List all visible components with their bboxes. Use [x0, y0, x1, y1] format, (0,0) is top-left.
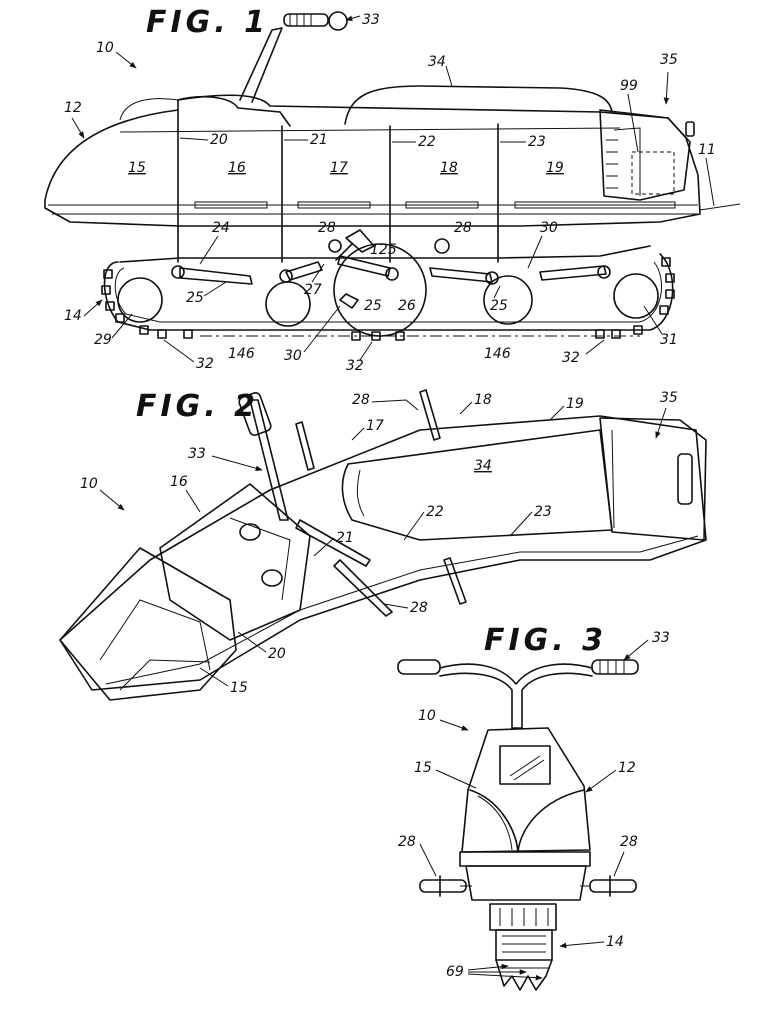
- fig1-ref-21: 21: [310, 132, 328, 148]
- fig1-ref-15: 15: [128, 160, 146, 176]
- fig1-ref-28b: 28: [454, 220, 472, 236]
- fig2-vehicle-body: [59, 389, 707, 701]
- fig2-ref-15: 15: [230, 680, 248, 696]
- fig1-ref-23: 23: [528, 134, 546, 150]
- fig2-ref-19: 19: [566, 396, 584, 412]
- fig2-ref-16: 16: [170, 474, 188, 490]
- fig1-reference-labels: 10 12 33 34 35 99 11 15 16 17 18 19 20 2…: [64, 12, 716, 374]
- fig3-ref-28b: 28: [620, 834, 638, 850]
- fig3-ref-14: 14: [606, 934, 624, 950]
- figure-3: FIG. 3: [397, 623, 670, 991]
- fig3-ref-15: 15: [414, 760, 432, 776]
- fig1-ref-146b: 146: [484, 346, 511, 362]
- fig1-ref-32c: 32: [562, 350, 580, 366]
- fig1-ref-12: 12: [64, 100, 82, 116]
- fig1-ref-28a: 28: [318, 220, 336, 236]
- fig1-ref-125: 125: [370, 242, 397, 258]
- fig1-ref-146a: 146: [228, 346, 255, 362]
- fig1-ref-34: 34: [428, 54, 446, 70]
- fig1-ref-27: 27: [304, 282, 322, 298]
- fig1-ref-25b: 25: [364, 298, 382, 314]
- fig1-ref-22: 22: [418, 134, 436, 150]
- fig1-ref-17: 17: [330, 160, 348, 176]
- fig2-ref-20: 20: [268, 646, 286, 662]
- fig2-ref-28a: 28: [352, 392, 370, 408]
- fig2-ref-18: 18: [474, 392, 492, 408]
- fig1-ref-99: 99: [620, 78, 638, 94]
- figure-1: FIG. 1: [44, 5, 741, 374]
- fig1-title: FIG. 1: [146, 5, 269, 40]
- fig1-ref-20: 20: [210, 132, 228, 148]
- fig1-track: [101, 229, 675, 341]
- fig1-ref-18: 18: [440, 160, 458, 176]
- fig1-ref-24: 24: [212, 220, 230, 236]
- fig3-ref-33: 33: [652, 630, 670, 646]
- fig1-ref-10: 10: [96, 40, 114, 56]
- fig1-ref-35: 35: [660, 52, 678, 68]
- fig1-ref-11: 11: [698, 142, 716, 158]
- fig3-reference-labels: 33 10 15 12 28 28 14 69: [398, 630, 670, 981]
- fig1-ref-16: 16: [228, 160, 246, 176]
- fig2-ref-10: 10: [80, 476, 98, 492]
- fig1-ref-19: 19: [546, 160, 564, 176]
- fig1-ref-32b: 32: [346, 358, 364, 374]
- fig1-ref-32a: 32: [196, 356, 214, 372]
- fig1-ref-30a: 30: [540, 220, 558, 236]
- fig1-ref-29: 29: [94, 332, 112, 348]
- fig1-ref-26: 26: [398, 298, 416, 314]
- fig1-suspension: [179, 229, 607, 285]
- fig3-ref-69: 69: [446, 964, 464, 980]
- fig2-ref-33: 33: [188, 446, 206, 462]
- fig1-ref-14: 14: [64, 308, 82, 324]
- fig3-ref-28a: 28: [398, 834, 416, 850]
- fig3-vehicle-front: [397, 659, 639, 991]
- fig2-reference-labels: 10 33 16 17 28 18 19 35 34 22 23 21 28: [80, 390, 678, 696]
- fig3-title: FIG. 3: [484, 623, 607, 658]
- fig2-ref-23: 23: [534, 504, 552, 520]
- fig2-ref-21: 21: [336, 530, 354, 546]
- fig2-ref-35: 35: [660, 390, 678, 406]
- fig3-ref-10: 10: [418, 708, 436, 724]
- fig2-ref-17: 17: [366, 418, 384, 434]
- figure-2: FIG. 2: [59, 389, 707, 701]
- fig1-ref-33: 33: [362, 12, 380, 28]
- fig2-title: FIG. 2: [136, 389, 259, 424]
- fig1-vehicle-body: [44, 11, 741, 263]
- fig1-ref-25a: 25: [186, 290, 204, 306]
- fig1-ref-25c: 25: [490, 298, 508, 314]
- fig1-ref-31: 31: [660, 332, 678, 348]
- fig2-ref-28b: 28: [410, 600, 428, 616]
- fig2-ref-22: 22: [426, 504, 444, 520]
- fig1-bogie-wheels: [117, 243, 659, 337]
- fig1-ref-30b: 30: [284, 348, 302, 364]
- fig3-ref-12: 12: [618, 760, 636, 776]
- fig2-ref-34: 34: [474, 458, 492, 474]
